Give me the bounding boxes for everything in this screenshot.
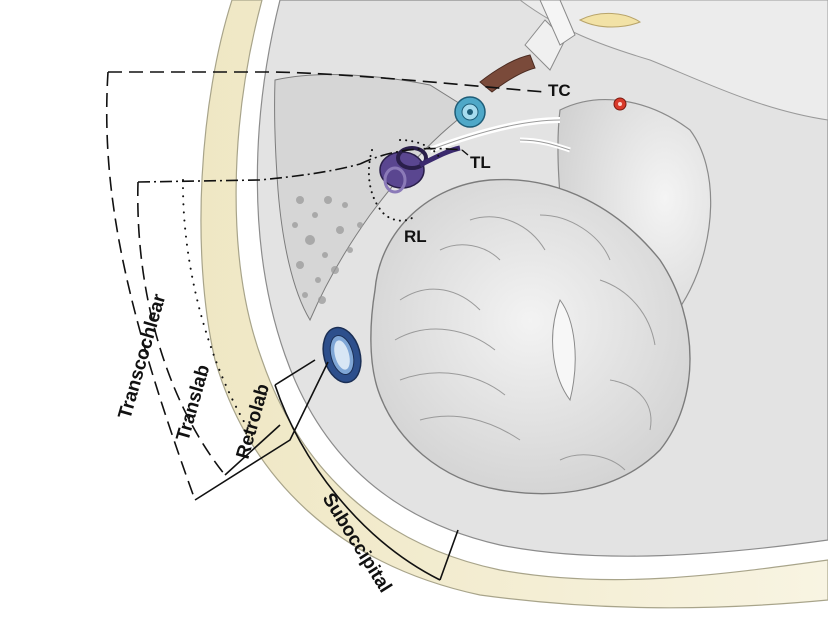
pointer-lines (461, 149, 469, 156)
mastoid-air-cells (292, 196, 363, 304)
cerebellum (370, 178, 691, 495)
nerve-bundle (428, 117, 571, 153)
label-translab: Translab (173, 362, 215, 443)
sigmoid-sinus (322, 326, 362, 384)
labyrinth (379, 145, 461, 194)
label-rl: RL (404, 227, 427, 246)
suboccipital-line (274, 359, 459, 581)
translab-line (137, 147, 463, 476)
cochlea (454, 96, 486, 128)
label-tc: TC (548, 81, 571, 100)
label-tl: TL (470, 153, 491, 172)
artery-dot (613, 97, 627, 111)
petrous-bone (274, 74, 471, 322)
transcochlear-line (105, 71, 546, 501)
fourth-ventricle (552, 298, 576, 402)
nerve-stump (479, 0, 576, 93)
dura-fold (578, 12, 642, 28)
cerebellar-folia (394, 214, 656, 471)
